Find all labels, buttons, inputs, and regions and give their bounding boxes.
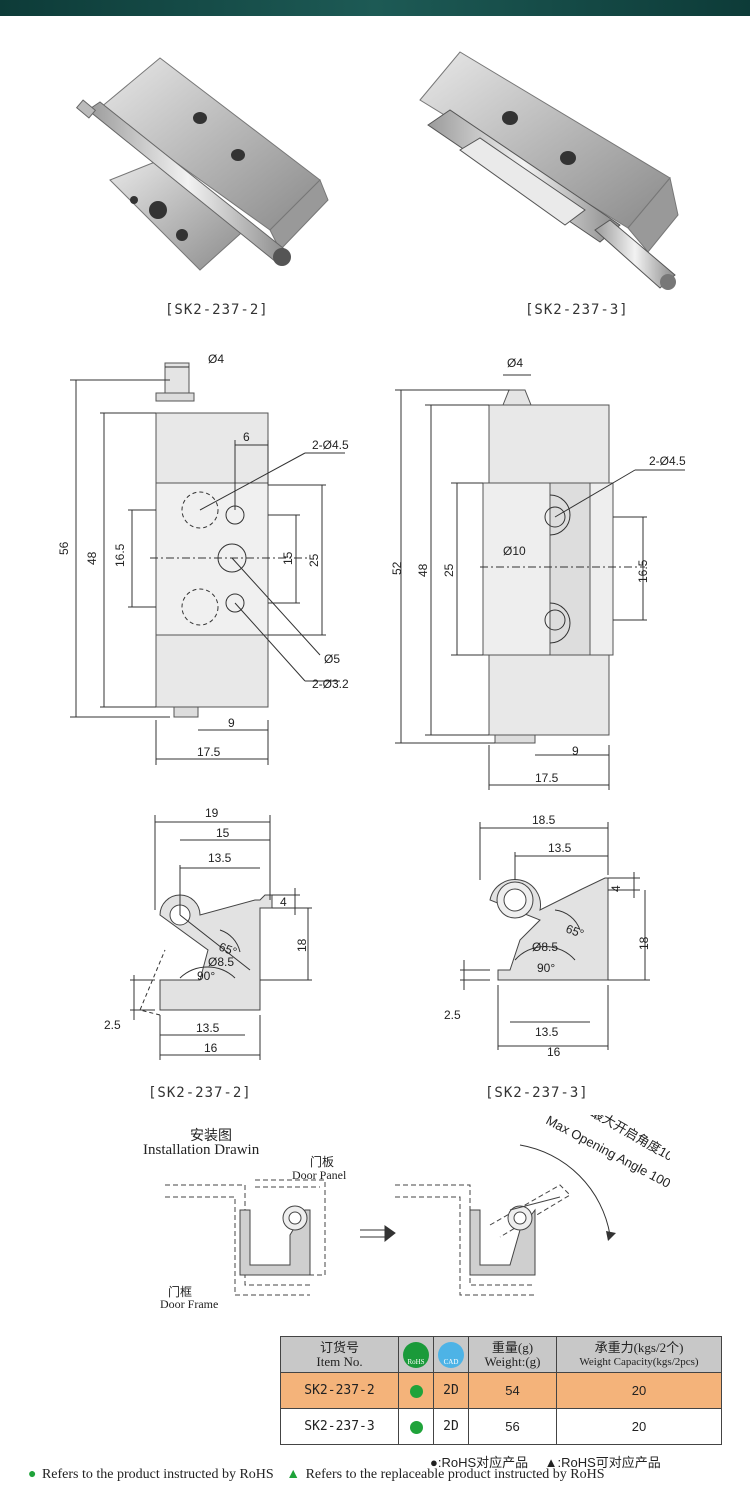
cell-capacity: 20 [556, 1408, 722, 1445]
cell-weight: 54 [468, 1372, 557, 1409]
header-item: 订货号 Item No. [280, 1336, 399, 1373]
dim-hole-5: Ø5 [324, 652, 340, 666]
dim-17-5: 17.5 [535, 771, 559, 785]
product-photo-sk2-237-2 [75, 57, 329, 271]
header-item-en: Item No. [316, 1353, 363, 1369]
dim-4: 4 [609, 885, 623, 892]
legend-en: ● Refers to the product instructed by Ro… [28, 1467, 607, 1483]
dim-25: 25 [442, 563, 456, 577]
dim-19: 19 [205, 806, 219, 820]
legend-cn-rohs: ●:RoHS对应产品 [430, 1455, 529, 1470]
door-frame-en: Door Frame [160, 1297, 219, 1311]
legend-cn: ●:RoHS对应产品 ▲:RoHS可对应产品 [430, 1452, 663, 1471]
dim-13-5-bottom: 13.5 [535, 1025, 559, 1039]
header-weight: 重量(g) Weight:(g) [468, 1336, 557, 1373]
dim-13-5: 13.5 [208, 851, 232, 865]
dim-48: 48 [85, 551, 99, 565]
header-weight-en: Weight:(g) [484, 1353, 541, 1369]
cell-item: SK2-237-2 [280, 1372, 399, 1409]
drawing-caption-2: [SK2-237-3] [485, 1085, 589, 1101]
legend-cn-replace: ▲:RoHS可对应产品 [544, 1455, 661, 1470]
dim-9: 9 [572, 744, 579, 758]
dim-hole-8-5: Ø8.5 [208, 955, 234, 969]
dim-hole-3-2: 2-Ø3.2 [312, 677, 349, 691]
cell-cad: 2D [433, 1372, 469, 1409]
table-row: SK2-237-2 2D 54 20 [280, 1372, 722, 1409]
header-cad: CAD [433, 1336, 469, 1373]
cell-item: SK2-237-3 [280, 1408, 399, 1445]
top-banner [0, 0, 750, 16]
dim-6: 6 [243, 430, 250, 444]
photo-caption-2: [SK2-237-3] [525, 302, 629, 318]
header-rohs: RoHS [398, 1336, 434, 1373]
table-row: SK2-237-3 2D 56 20 [280, 1408, 722, 1445]
dim-56: 56 [57, 541, 71, 555]
installation-title-cn: 安装图 [190, 1129, 232, 1144]
legend-en-replace: Refers to the replaceable product instru… [305, 1467, 605, 1482]
photo-caption-1: [SK2-237-2] [165, 302, 269, 318]
dim-16-5: 16.5 [113, 543, 127, 567]
cell-rohs [398, 1372, 434, 1409]
cell-weight: 56 [468, 1408, 557, 1445]
product-photo-sk2-237-3 [419, 51, 679, 290]
door-frame-cn: 门框 [168, 1285, 193, 1299]
angle-90: 90° [537, 961, 555, 975]
dim-hole-4-5: 2-Ø4.5 [312, 438, 349, 452]
header-capacity: 承重力(kgs/2个) Weight Capacity(kgs/2pcs) [556, 1336, 722, 1373]
dim-pin-dia: Ø4 [208, 352, 224, 366]
dim-18-5: 18.5 [532, 813, 556, 827]
dim-25: 25 [307, 553, 321, 567]
dim-2-5: 2.5 [444, 1008, 461, 1022]
side-view-sk2-237-3: 18.5 13.5 4 65° Ø8.5 90° 18 2.5 13.5 16 [444, 813, 651, 1059]
dim-hole-4-5: 2-Ø4.5 [649, 454, 686, 468]
front-view-sk2-237-2: Ø4 6 2-Ø4.5 56 48 16.5 15 25 Ø5 2-Ø3.2 9… [57, 352, 349, 765]
angle-65: 65° [564, 922, 586, 941]
dim-18: 18 [295, 938, 309, 952]
header-item-cn: 订货号 [319, 1339, 359, 1355]
dim-15: 15 [281, 551, 295, 565]
angle-65: 65° [217, 940, 239, 959]
table-header-row: 订货号 Item No. RoHS CAD 重量(g) Weight:(g) 承… [280, 1336, 722, 1373]
installation-title-en: Installation Drawin [143, 1142, 260, 1158]
dim-2-5: 2.5 [104, 1018, 121, 1032]
legend-en-rohs: Refers to the product instructed by RoHS [41, 1467, 274, 1482]
dim-48: 48 [416, 563, 430, 577]
green-circle-icon: ● [28, 1467, 37, 1482]
cell-cad: 2D [433, 1408, 469, 1445]
dim-13-5: 13.5 [548, 841, 572, 855]
header-capacity-en: Weight Capacity(kgs/2pcs) [579, 1355, 699, 1368]
dim-16: 16 [204, 1041, 218, 1055]
dim-13-5-bottom: 13.5 [196, 1021, 220, 1035]
door-panel-en: Door Panel [292, 1168, 347, 1182]
dim-16-5: 16.5 [636, 559, 650, 583]
rohs-dot-icon [409, 1421, 423, 1435]
dim-15: 15 [216, 826, 230, 840]
dim-17-5: 17.5 [197, 745, 221, 759]
door-panel-cn: 门板 [310, 1155, 335, 1169]
header-weight-cn: 重量(g) [491, 1339, 534, 1355]
green-triangle-icon: ▲ [286, 1467, 301, 1482]
cell-capacity: 20 [556, 1372, 722, 1409]
cell-rohs [398, 1408, 434, 1445]
dim-hole-8-5: Ø8.5 [532, 940, 558, 954]
dim-hole-10: Ø10 [503, 544, 526, 558]
dim-16: 16 [547, 1045, 561, 1059]
dim-4: 4 [280, 895, 287, 909]
dim-9: 9 [228, 716, 235, 730]
front-view-sk2-237-3: Ø4 2-Ø4.5 52 48 25 Ø10 16.5 9 17.5 [390, 356, 686, 790]
header-capacity-cn: 承重力(kgs/2个) [594, 1339, 684, 1355]
angle-90: 90° [197, 969, 215, 983]
dim-18: 18 [637, 936, 651, 950]
dim-52: 52 [390, 561, 404, 575]
rohs-icon: RoHS [403, 1341, 429, 1368]
drawing-caption-1: [SK2-237-2] [148, 1085, 252, 1101]
installation-drawing: Max Opening Angle 100° 最大开启角度100° [165, 1115, 670, 1296]
side-view-sk2-237-2: 19 15 13.5 4 65° Ø8.5 90° 18 2.5 13.5 16 [104, 806, 312, 1060]
cad-icon: CAD [438, 1341, 464, 1368]
spec-table: 订货号 Item No. RoHS CAD 重量(g) Weight:(g) 承… [280, 1336, 722, 1445]
dim-pin-dia: Ø4 [507, 356, 523, 370]
rohs-dot-icon [409, 1385, 423, 1399]
